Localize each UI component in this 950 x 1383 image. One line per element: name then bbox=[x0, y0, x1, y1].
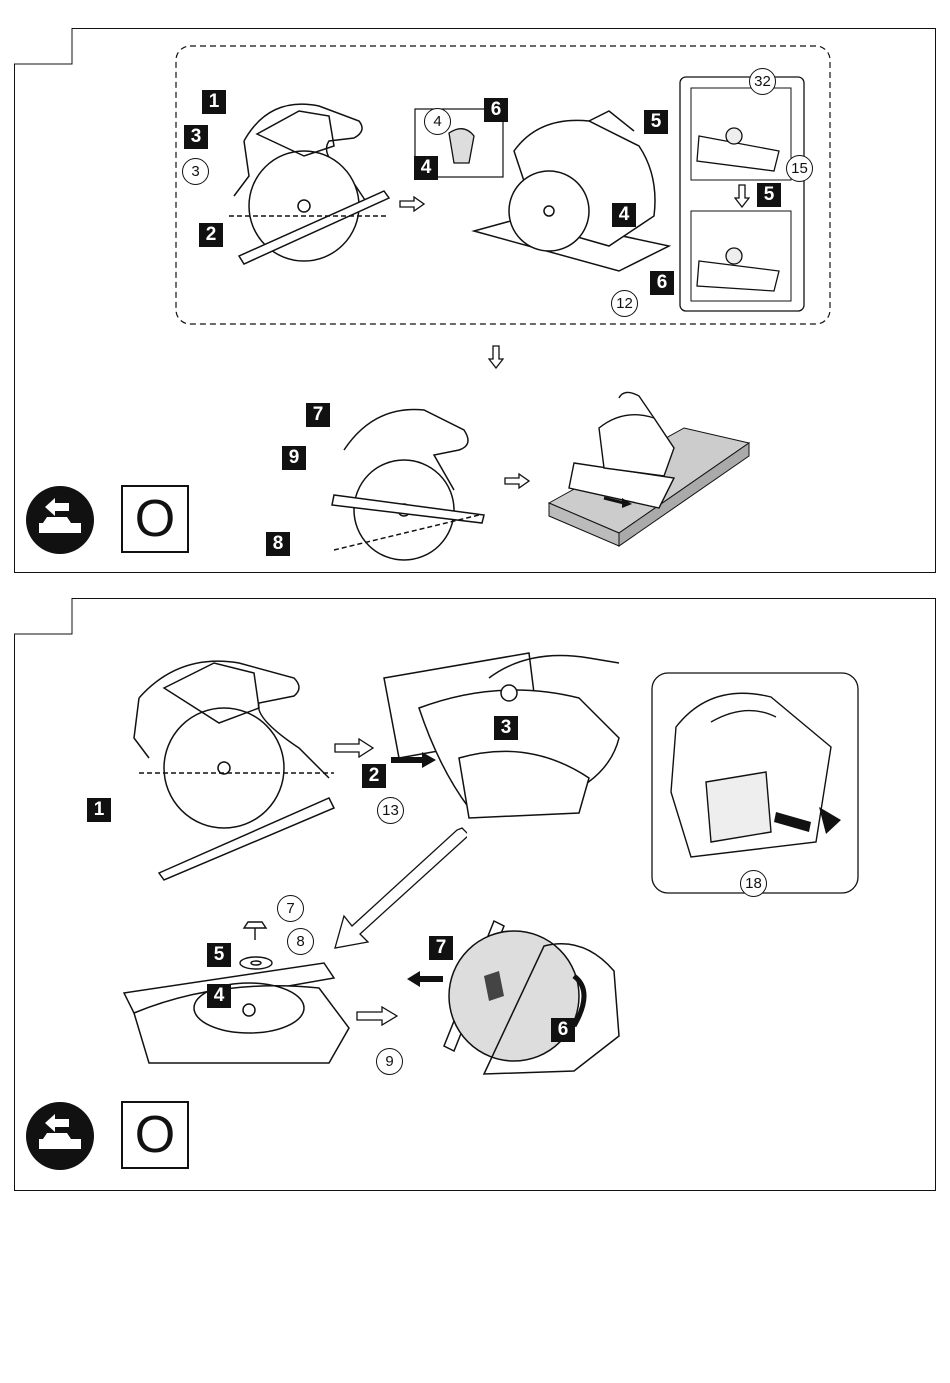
cutting-illustration bbox=[544, 388, 759, 548]
step-label: 4 bbox=[207, 984, 231, 1008]
saw-lower-illustration bbox=[119, 648, 344, 883]
step-label: 7 bbox=[429, 936, 453, 960]
hollow-arrow-icon bbox=[734, 184, 750, 208]
step-label: 7 bbox=[306, 403, 330, 427]
step-label: 1 bbox=[202, 90, 226, 114]
step-label: 6 bbox=[650, 271, 674, 295]
callout: 8 bbox=[287, 928, 314, 955]
callout: 18 bbox=[740, 870, 767, 897]
step-label: 2 bbox=[362, 764, 386, 788]
pull-arrow-icon bbox=[406, 970, 444, 988]
bolt-washer-parts bbox=[236, 918, 276, 988]
step-label: 3 bbox=[494, 716, 518, 740]
saw-return-illustration bbox=[314, 400, 494, 570]
step-label: 9 bbox=[282, 446, 306, 470]
bottom-instruction-panel: 1 3 2 13 18 bbox=[14, 598, 936, 1191]
callout: 4 bbox=[424, 108, 451, 135]
saw-blade-removal-illustration bbox=[424, 916, 624, 1076]
hollow-arrow-icon bbox=[504, 473, 530, 489]
callout: 13 bbox=[377, 797, 404, 824]
push-arrow-icon bbox=[390, 751, 438, 769]
step-label: 6 bbox=[484, 98, 508, 122]
step-label: 8 bbox=[266, 532, 290, 556]
callout: 3 bbox=[182, 158, 209, 185]
top-instruction-panel: 1 3 3 2 4 4 6 5 4 6 12 32 15 5 bbox=[14, 28, 936, 573]
callout: 15 bbox=[786, 155, 813, 182]
hollow-arrow-icon bbox=[334, 738, 374, 758]
wrench-inset bbox=[651, 672, 859, 894]
step-label: 4 bbox=[612, 203, 636, 227]
step-label: 2 bbox=[199, 223, 223, 247]
hollow-arrow-icon bbox=[399, 196, 425, 212]
battery-remove-icon bbox=[25, 1101, 95, 1171]
zero-symbol: O bbox=[121, 1101, 189, 1169]
callout: 9 bbox=[376, 1048, 403, 1075]
battery-remove-icon bbox=[25, 485, 95, 555]
saw-depth-illustration bbox=[209, 86, 399, 276]
zero-symbol: O bbox=[121, 485, 189, 553]
hollow-arrow-icon bbox=[488, 345, 504, 369]
hollow-arrow-icon bbox=[356, 1006, 398, 1026]
step-label: 5 bbox=[644, 110, 668, 134]
step-label: 3 bbox=[184, 125, 208, 149]
step-label: 5 bbox=[207, 943, 231, 967]
step-label: 5 bbox=[757, 183, 781, 207]
saw-flipped-illustration bbox=[379, 638, 659, 828]
step-label: 1 bbox=[87, 798, 111, 822]
callout: 32 bbox=[749, 68, 776, 95]
callout: 12 bbox=[611, 290, 638, 317]
step-label: 6 bbox=[551, 1018, 575, 1042]
step-label: 4 bbox=[414, 156, 438, 180]
callout: 7 bbox=[277, 895, 304, 922]
